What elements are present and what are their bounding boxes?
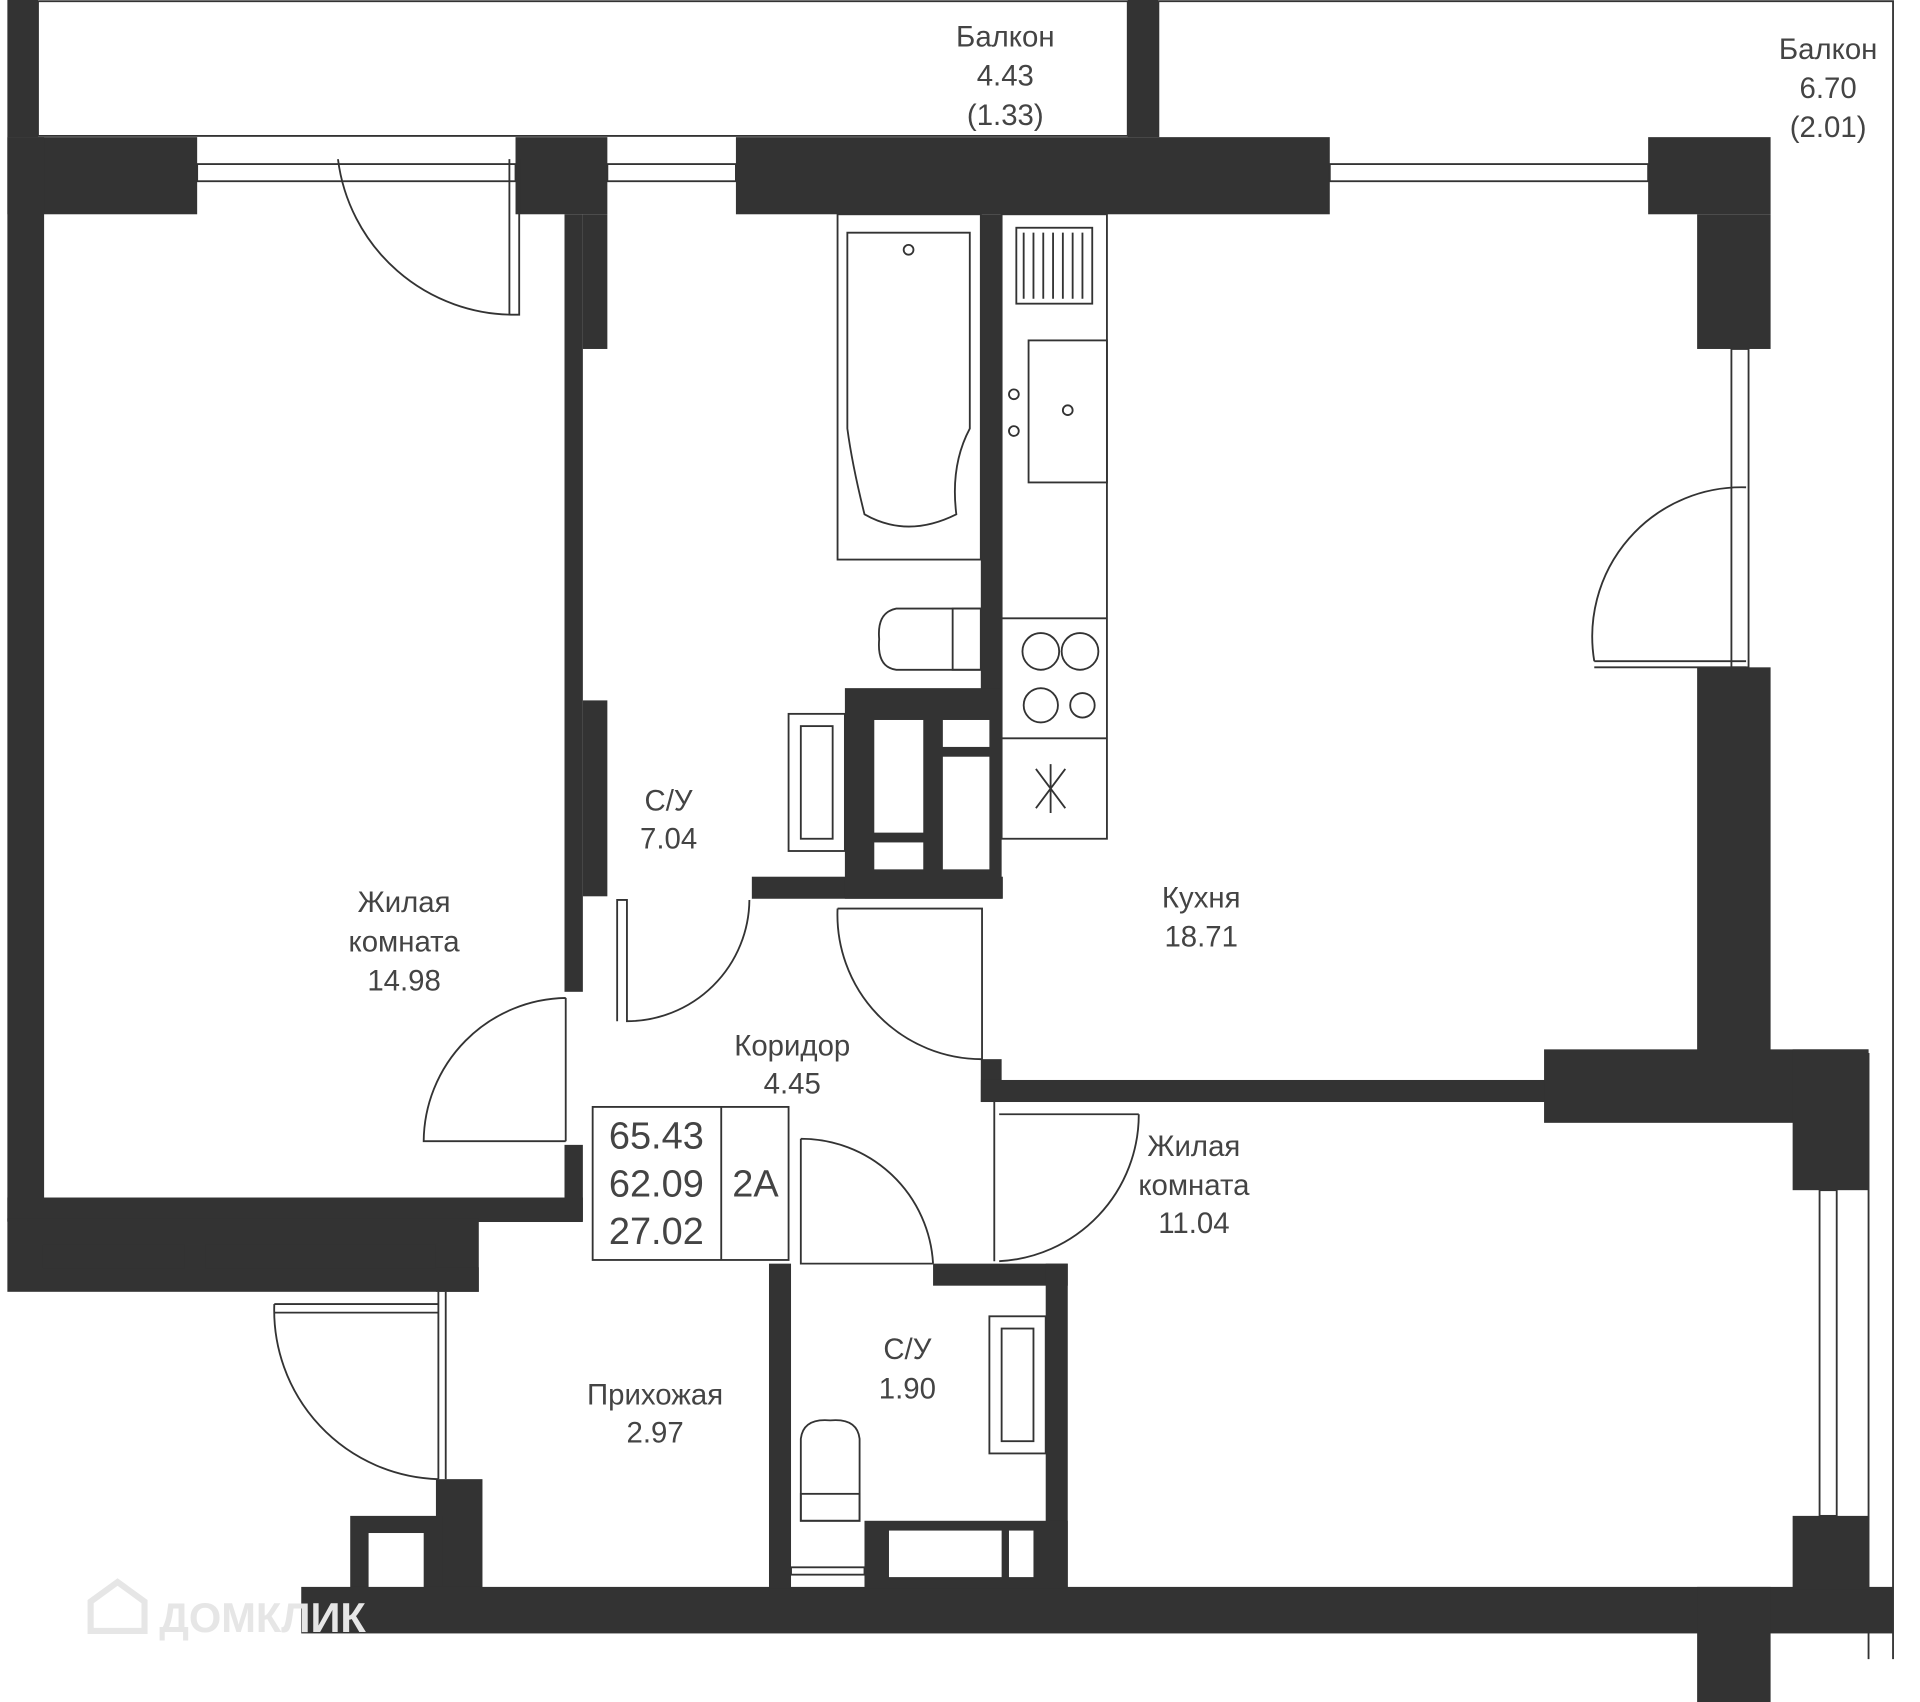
corridor-name: Коридор (734, 1029, 850, 1062)
hall-name: Прихожая (587, 1378, 723, 1411)
balcony2-area: 6.70 (1800, 72, 1857, 105)
kitchen-counter (1000, 213, 1108, 840)
toilet-icon (878, 607, 982, 671)
total-area: 65.43 (609, 1116, 704, 1158)
kitchen-name: Кухня (1162, 881, 1241, 914)
kitchen-area: 18.71 (1164, 921, 1238, 954)
living1-name-1: Жилая (358, 886, 451, 919)
balcony1-area: 4.43 (977, 60, 1034, 93)
living-area-total: 62.09 (609, 1163, 704, 1205)
living2-name-1: Жилая (1147, 1130, 1240, 1163)
balcony2-coef: (2.01) (1790, 111, 1867, 144)
living1-name-2: комната (349, 925, 461, 958)
sink-icon (787, 712, 846, 852)
living1-area: 14.98 (367, 965, 441, 998)
corridor-area: 4.45 (764, 1067, 821, 1100)
hall-area: 2.97 (627, 1416, 684, 1449)
living2-area: 11.04 (1158, 1207, 1229, 1240)
living-area: 27.02 (609, 1211, 704, 1253)
bath2-area: 1.90 (879, 1372, 936, 1405)
watermark-text: ДОМКЛИК (159, 1594, 366, 1641)
bath1-name: С/У (645, 785, 693, 818)
doors (273, 159, 1747, 1481)
bathtub-icon (836, 213, 982, 561)
sink-2-icon (988, 1315, 1047, 1455)
windows (196, 163, 1838, 1517)
balcony1-name: Балкон (956, 21, 1055, 54)
bath2-name: С/У (883, 1333, 931, 1366)
domclick-watermark-logo: ДОМКЛИК (87, 1578, 366, 1641)
walls (7, 0, 1894, 1702)
bath1-area: 7.04 (640, 823, 697, 856)
toilet-2-icon (790, 1419, 866, 1576)
summary-box: 65.43 62.09 27.02 2А (591, 1105, 790, 1261)
balcony2-name: Балкон (1779, 33, 1878, 66)
apartment-type: 2А (732, 1163, 779, 1205)
living2-name-2: комната (1138, 1169, 1250, 1202)
room-labels: Балкон 4.43 (1.33) Балкон 6.70 (2.01) Жи… (349, 21, 1878, 1450)
balcony1-coef: (1.33) (967, 99, 1044, 132)
fixtures (787, 213, 1108, 1576)
